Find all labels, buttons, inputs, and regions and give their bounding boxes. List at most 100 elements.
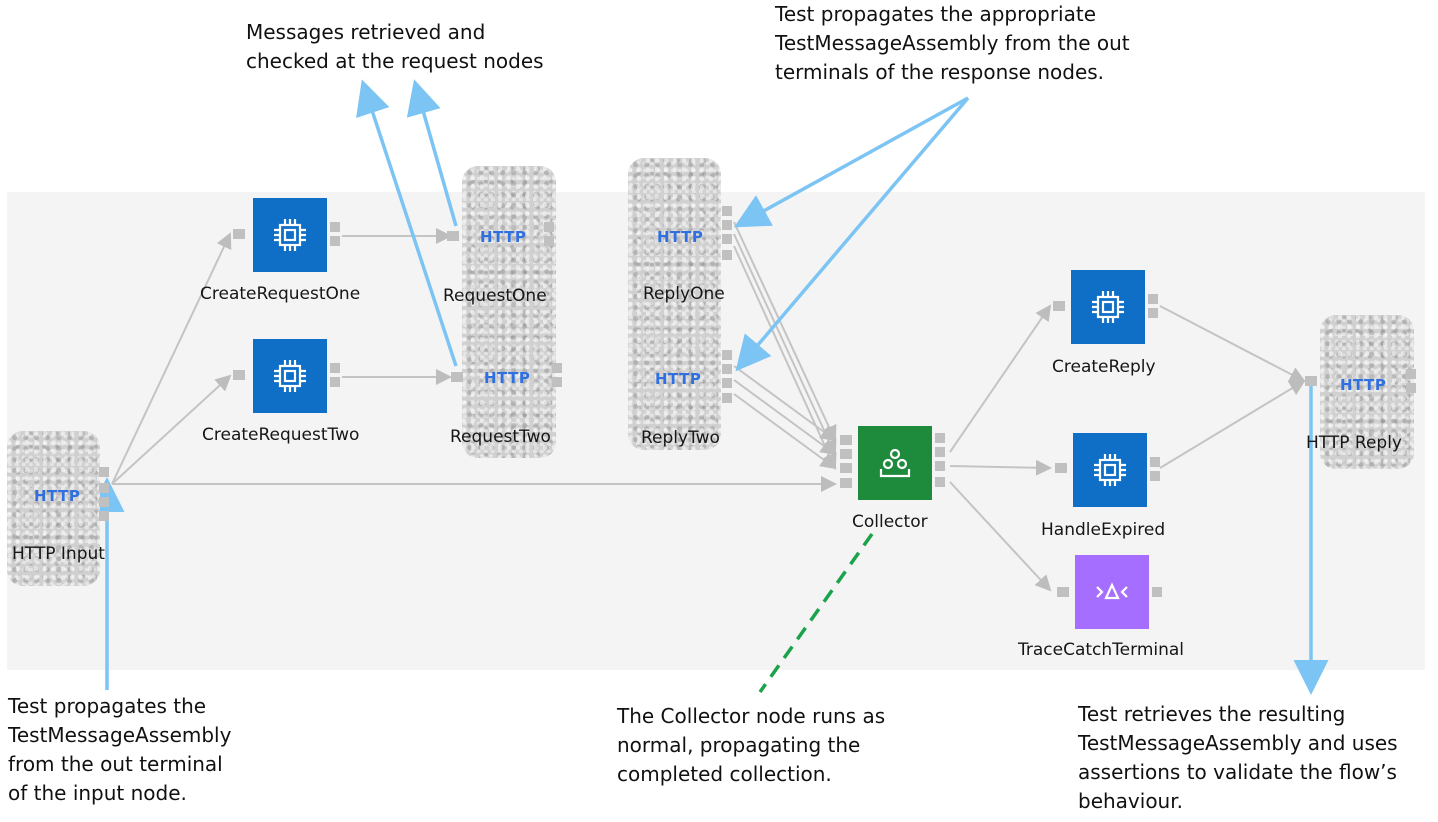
reply-two-label: ReplyTwo (641, 428, 720, 448)
request-two-label: RequestTwo (450, 427, 551, 447)
request-two-out-terminal[interactable] (552, 377, 562, 387)
request-nodes-card (462, 166, 556, 458)
collector-label: Collector (852, 512, 928, 532)
http-reply-label: HTTP Reply (1306, 433, 1402, 453)
note-line: assertions to validate the flow’s (1078, 760, 1397, 784)
note-line: of the input node. (8, 781, 187, 805)
create-reply-out-terminal[interactable] (1148, 308, 1158, 318)
note-response-nodes: Test propagates the appropriate TestMess… (775, 0, 1130, 87)
create-request-one-node[interactable] (253, 198, 327, 272)
http-input-out-terminal[interactable] (99, 467, 109, 477)
request-one-label: RequestOne (443, 286, 547, 306)
request-one-out-terminal[interactable] (544, 222, 554, 232)
collector-out-terminal[interactable] (935, 447, 945, 457)
collector-out-terminal[interactable] (935, 477, 945, 487)
wire-replytwo-collector-2 (733, 379, 837, 456)
handle-expired-label: HandleExpired (1041, 520, 1166, 540)
http-input-node[interactable] (7, 431, 100, 586)
create-request-one-out-terminal[interactable] (330, 236, 340, 246)
wire-replyone-collector-3 (733, 245, 837, 470)
reply-two-out-terminal[interactable] (722, 378, 732, 388)
note-result: Test retrieves the resulting TestMessage… (1078, 700, 1398, 816)
create-request-two-node[interactable] (253, 339, 327, 413)
note-line: behaviour. (1078, 789, 1183, 813)
note-line: checked at the request nodes (246, 49, 544, 73)
create-reply-node[interactable] (1071, 270, 1145, 344)
create-request-two-in-terminal[interactable] (233, 370, 245, 380)
handle-expired-node[interactable] (1073, 433, 1147, 507)
collector-out-terminal[interactable] (935, 461, 945, 471)
http-reply-out-terminal[interactable] (1406, 383, 1416, 393)
create-request-one-label: CreateRequestOne (200, 284, 361, 304)
wire-handleexpired-httpreply (1159, 379, 1306, 469)
create-reply-out-terminal[interactable] (1148, 294, 1158, 304)
handle-expired-in-terminal[interactable] (1055, 463, 1067, 473)
arrow-request-nodes-b (406, 79, 458, 227)
wire-collector-createreply (949, 304, 1052, 453)
http-reply-out-terminal[interactable] (1406, 369, 1416, 379)
create-request-one-in-terminal[interactable] (233, 229, 245, 239)
trace-catch-terminal-out-terminal[interactable] (1152, 587, 1162, 597)
handle-expired-out-terminal[interactable] (1150, 457, 1160, 467)
http-input-out-terminal[interactable] (99, 483, 109, 493)
wire-input-createrequesttwo (111, 374, 232, 485)
create-request-one-out-terminal[interactable] (330, 222, 340, 232)
note-line: Test propagates the appropriate (775, 2, 1097, 26)
reply-two-badge[interactable]: HTTP (655, 370, 702, 388)
wire-replytwo-collector-3 (733, 393, 837, 470)
reply-two-out-terminal[interactable] (722, 350, 732, 360)
create-request-two-out-terminal[interactable] (330, 363, 340, 373)
wire-replytwo-collector-1 (733, 365, 837, 442)
request-one-badge[interactable]: HTTP (480, 228, 527, 246)
http-reply-node[interactable] (1320, 315, 1414, 469)
collector-in-terminal[interactable] (840, 435, 852, 445)
wire-replyone-collector-1 (733, 221, 837, 442)
reply-two-out-terminal[interactable] (722, 364, 732, 374)
arrow-request-nodes-a (356, 79, 458, 367)
wire-input-createrequestone (111, 232, 232, 485)
note-line: terminals of the response nodes. (775, 60, 1105, 84)
trace-catch-terminal-node[interactable] (1075, 555, 1149, 629)
note-line: Test retrieves the resulting (1078, 702, 1346, 726)
http-input-out-terminal[interactable] (99, 511, 109, 521)
reply-one-badge[interactable]: HTTP (657, 228, 704, 246)
request-two-in-terminal[interactable] (451, 372, 463, 382)
chip-icon (274, 360, 306, 392)
wire-collector-trace (949, 481, 1052, 592)
http-input-out-terminal[interactable] (99, 497, 109, 507)
handle-expired-out-terminal[interactable] (1150, 471, 1160, 481)
reply-one-out-terminal[interactable] (722, 220, 732, 230)
collector-node[interactable] (858, 426, 932, 500)
collector-in-terminal[interactable] (840, 478, 852, 488)
create-request-two-out-terminal[interactable] (330, 377, 340, 387)
request-two-badge[interactable]: HTTP (484, 369, 531, 387)
collector-in-terminal[interactable] (840, 449, 852, 459)
note-request-nodes: Messages retrieved and checked at the re… (246, 18, 544, 76)
reply-one-label: ReplyOne (643, 284, 725, 304)
chip-icon (1094, 454, 1126, 486)
http-reply-in-terminal[interactable] (1305, 376, 1317, 386)
request-one-out-terminal[interactable] (544, 236, 554, 246)
collector-out-terminal[interactable] (935, 433, 945, 443)
chip-icon (1092, 291, 1124, 323)
note-line: normal, propagating the (617, 733, 861, 757)
http-reply-badge: HTTP (1340, 376, 1387, 394)
arrow-response-nodes-a (733, 96, 969, 228)
wire-createreply-httpreply (1159, 305, 1306, 382)
reply-one-out-terminal[interactable] (722, 206, 732, 216)
http-input-label: HTTP Input (12, 544, 105, 564)
note-line: TestMessageAssembly (8, 723, 232, 747)
reply-one-out-terminal[interactable] (722, 250, 732, 260)
trace-catch-terminal-label: TraceCatchTerminal (1018, 640, 1185, 660)
dashed-collector-link (758, 532, 874, 694)
note-line: from the out terminal (8, 752, 223, 776)
trace-catch-terminal-in-terminal[interactable] (1057, 587, 1069, 597)
create-reply-in-terminal[interactable] (1053, 301, 1065, 311)
reply-two-out-terminal[interactable] (722, 393, 732, 403)
reply-one-out-terminal[interactable] (722, 234, 732, 244)
request-two-out-terminal[interactable] (552, 363, 562, 373)
collector-in-terminal[interactable] (840, 463, 852, 473)
request-one-in-terminal[interactable] (447, 231, 459, 241)
arrow-response-nodes-b (735, 96, 970, 372)
